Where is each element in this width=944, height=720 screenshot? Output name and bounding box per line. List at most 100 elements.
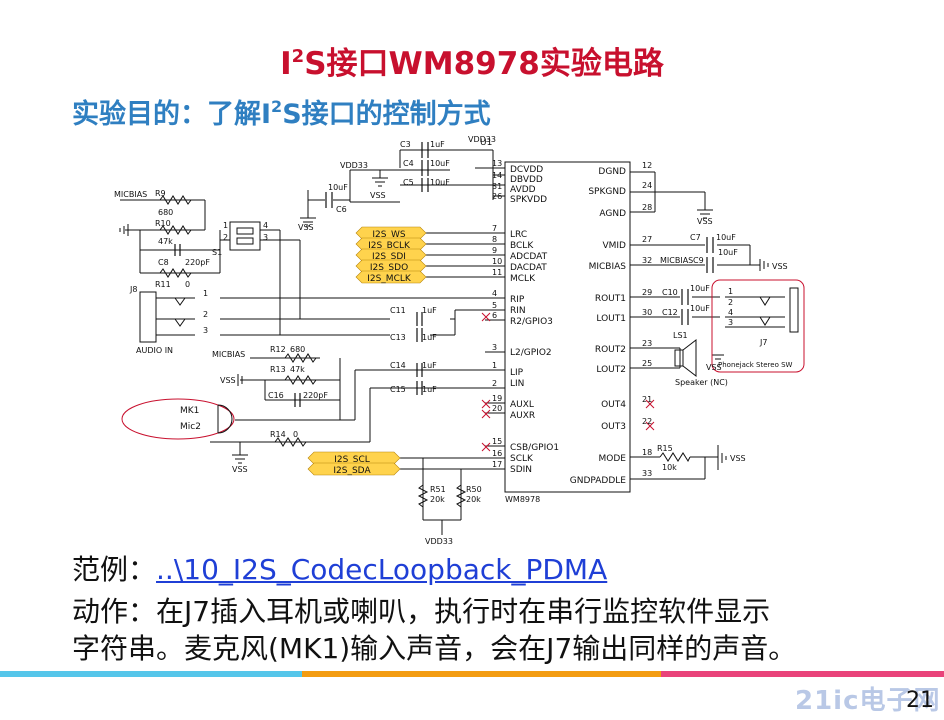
resistor-icon — [417, 484, 429, 508]
pin-name: L2/GPIO2 — [510, 348, 552, 358]
pin-number: 2 — [492, 379, 497, 388]
resistor-symbols — [159, 195, 691, 508]
component-label: C6 — [336, 205, 347, 214]
component-label: 10uF — [690, 304, 710, 313]
example-path-link[interactable]: ..\10_I2S_CodecLoopback_PDMA — [156, 553, 608, 586]
title-part: S接口WM8978实验电路 — [304, 46, 664, 82]
capacitor-icon — [421, 142, 429, 158]
ground-icon — [712, 354, 724, 360]
pin-name: MICBIAS — [589, 262, 627, 272]
component-label: C4 — [403, 159, 414, 168]
pin-number: 24 — [642, 181, 652, 190]
pin-name: AUXL — [510, 400, 534, 410]
pin-number: 30 — [642, 308, 652, 317]
pin-name: DACDAT — [510, 263, 547, 273]
pin-name: GNDPADDLE — [570, 476, 627, 486]
pin-name: LOUT2 — [596, 365, 626, 375]
component-label: 680 — [158, 208, 173, 217]
pin-number: 31 — [492, 182, 502, 191]
vdd33-label: VDD33 — [340, 161, 368, 170]
component-label: C14 — [390, 361, 406, 370]
ground-icon — [232, 454, 248, 464]
net-label-text: I2S_SDA — [333, 466, 371, 476]
capacitor-icon — [325, 192, 333, 208]
capacitor-icon — [294, 393, 301, 407]
component-label: R13 — [270, 365, 286, 374]
pin-name: DBVDD — [510, 175, 543, 185]
pin-name: SPKVDD — [510, 195, 547, 205]
ground-icon — [372, 170, 388, 187]
wires — [120, 149, 760, 535]
wm8978-schematic: I2S_WS I2S_BCLK I2S_SDI I2S_SDO I2S_MCLK… — [114, 135, 805, 546]
vss-label: VSS — [220, 376, 236, 385]
action-line-2: 字符串。麦克风(MK1)输入声音，会在J7输出同样的声音。 — [72, 632, 797, 665]
component-label: C16 — [268, 391, 284, 400]
component-label: C5 — [403, 178, 414, 187]
resistor-icon — [274, 437, 307, 447]
component-label: R12 — [270, 345, 286, 354]
component-label: 10uF — [430, 178, 450, 187]
wm8978-chip-body — [504, 161, 631, 493]
i2s-net-labels: I2S_WS I2S_BCLK I2S_SDI I2S_SDO I2S_MCLK… — [307, 226, 427, 476]
pin-name: RIN — [510, 306, 526, 316]
pin-name: DGND — [598, 167, 626, 177]
resistor-icon — [284, 353, 317, 363]
pin-number: 22 — [642, 417, 652, 426]
switch-s1 — [229, 221, 261, 251]
net-label-i2s-sda: I2S_SDA — [307, 462, 401, 476]
pin-number: 14 — [492, 171, 502, 180]
pin-number: 2 — [223, 233, 228, 242]
pin-name: SPKGND — [588, 187, 626, 197]
capacitor-icon — [681, 309, 689, 325]
component-label: LS1 — [673, 331, 688, 340]
pin-number: 3 — [492, 343, 497, 352]
pin-number: 13 — [492, 159, 502, 168]
pin-name: AGND — [599, 209, 626, 219]
vss-label: VSS — [697, 217, 713, 226]
component-label: 20k — [466, 495, 481, 504]
component-label: 1uF — [430, 140, 445, 149]
pin-name: ADCDAT — [510, 252, 548, 262]
pin-number: 19 — [492, 394, 502, 403]
resistor-icon — [159, 225, 192, 235]
capacitor-icon — [416, 363, 423, 377]
action-line-1: 动作：在J7插入耳机或喇叭，执行时在串行监控软件显示 — [72, 595, 771, 628]
pin-number: 3 — [728, 318, 733, 327]
component-label: 10k — [662, 463, 677, 472]
pin-name: CSB/GPIO1 — [510, 443, 559, 453]
pin-number: 9 — [492, 246, 497, 255]
pin-name: BCLK — [510, 241, 534, 251]
subtitle-part: S接口的控制方式 — [282, 99, 491, 130]
ground-icon — [759, 259, 769, 271]
vss-label: VSS — [232, 465, 248, 474]
pin-number: 1 — [203, 289, 208, 298]
pin-number: 4 — [492, 289, 497, 298]
pin-name: ROUT2 — [595, 345, 626, 355]
example-label: 范例： — [72, 553, 157, 586]
capacitor-icon — [421, 178, 429, 192]
capacitor-icon — [416, 312, 423, 326]
capacitor-icon — [416, 328, 423, 342]
pin-number: 16 — [492, 449, 502, 458]
micbias-label: MICBIAS — [212, 350, 245, 359]
micbias-label: MICBIAS — [114, 190, 147, 199]
pin-name: SDIN — [510, 465, 532, 475]
net-label-text: I2S_SCL — [334, 455, 370, 465]
watermark-logo: 21ic电子网 — [795, 686, 941, 716]
component-label: R51 — [430, 485, 446, 494]
resistor-icon — [659, 452, 691, 463]
pin-name: LRC — [510, 230, 527, 240]
chip-pin-labels: U1 VDD33 WM8978 DCVDD DBVDD AVDD SPKVDD … — [468, 135, 652, 504]
component-label: 0 — [293, 430, 298, 439]
component-label: C12 — [662, 308, 678, 317]
ground-icon — [697, 209, 713, 219]
component-label: 1uF — [422, 306, 437, 315]
component-label: C8 — [158, 258, 169, 267]
pin-name: MCLK — [510, 274, 536, 284]
pin-number: 3 — [263, 233, 268, 242]
component-label: 10uF — [690, 284, 710, 293]
u1-designator: U1 — [480, 138, 492, 148]
micbias-net-label: MICBIAS — [660, 256, 693, 265]
pin-number: 20 — [492, 404, 502, 413]
footer-color-bar — [0, 671, 944, 677]
